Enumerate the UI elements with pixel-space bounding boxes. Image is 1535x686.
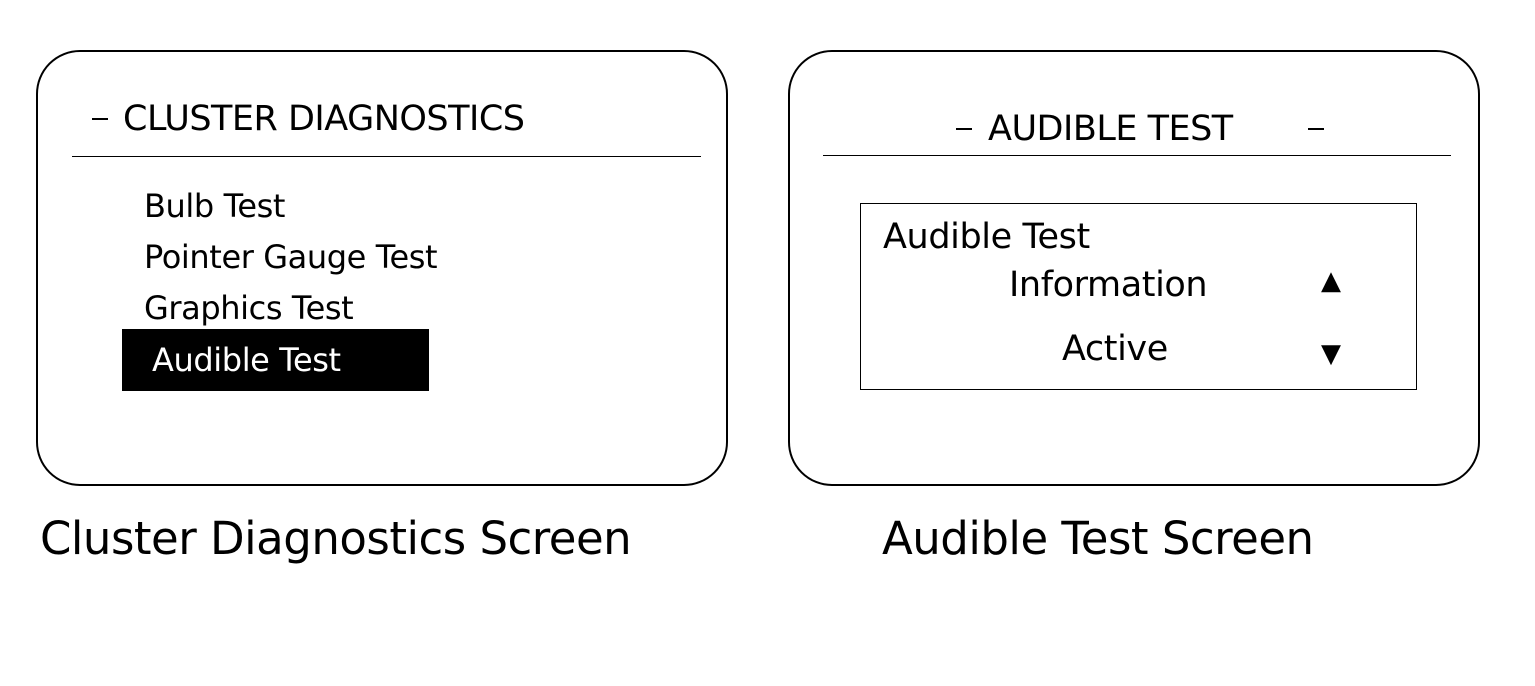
arrow-up-icon[interactable]: ▲ xyxy=(1321,266,1341,296)
menu-item-graphics-test[interactable]: Graphics Test xyxy=(144,289,354,327)
status-line: Active xyxy=(1062,329,1168,369)
arrow-down-icon[interactable]: ▼ xyxy=(1321,339,1341,369)
title-dash-right xyxy=(1308,128,1324,130)
menu-item-pointer-gauge-test[interactable]: Pointer Gauge Test xyxy=(144,238,438,276)
title-divider xyxy=(823,155,1451,156)
audible-test-screen: AUDIBLE TEST Audible Test Information Ac… xyxy=(788,50,1480,486)
audible-info-box: Audible Test Information Active ▲ ▼ xyxy=(860,203,1417,390)
cluster-screen-title: CLUSTER DIAGNOSTICS xyxy=(123,99,525,139)
cluster-diagnostics-screen: CLUSTER DIAGNOSTICS Bulb Test Pointer Ga… xyxy=(36,50,728,486)
caption-cluster-diagnostics: Cluster Diagnostics Screen xyxy=(40,512,632,565)
menu-item-audible-test-selected[interactable]: Audible Test xyxy=(122,329,429,391)
title-dash-left xyxy=(956,128,972,130)
menu-item-bulb-test[interactable]: Bulb Test xyxy=(144,187,286,225)
info-line: Information xyxy=(1009,265,1208,305)
title-dash-left xyxy=(92,118,108,120)
audible-screen-title: AUDIBLE TEST xyxy=(988,109,1233,149)
caption-audible-test: Audible Test Screen xyxy=(882,512,1314,565)
box-heading: Audible Test xyxy=(883,217,1090,257)
title-divider xyxy=(72,156,701,157)
